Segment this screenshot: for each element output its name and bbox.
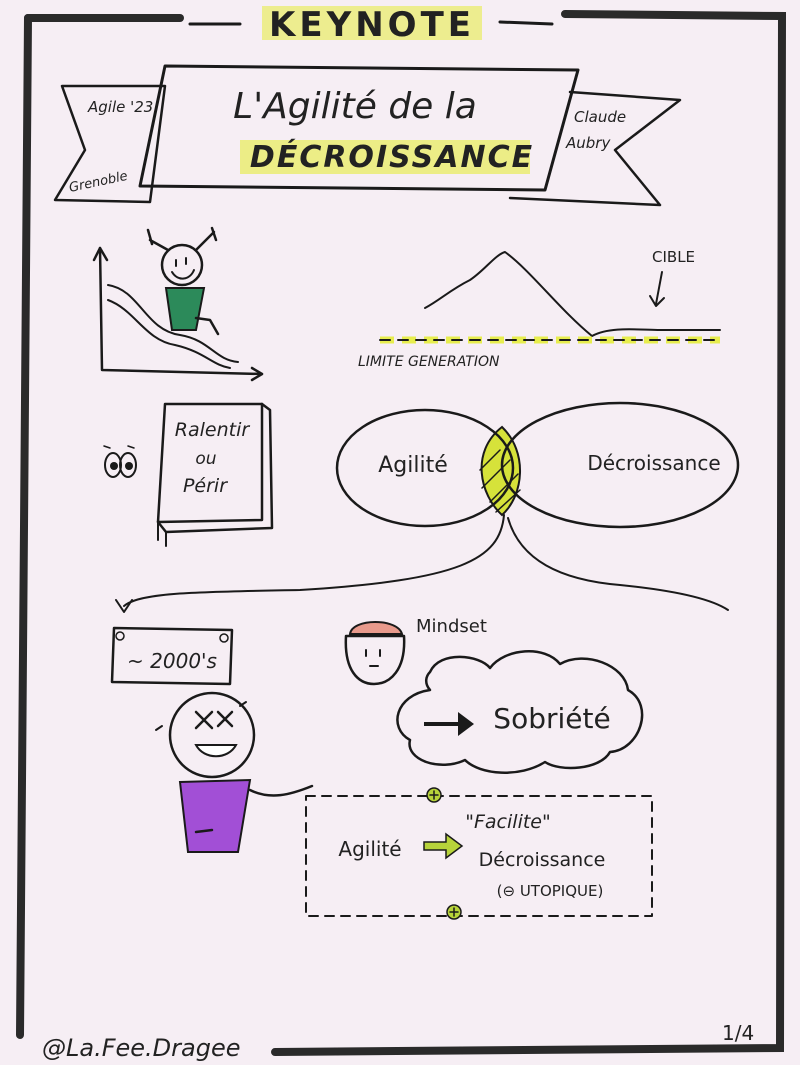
green-shirt	[164, 287, 206, 331]
box-note: (⊖ UTOPIQUE)	[497, 882, 604, 900]
book-line1: Ralentir	[175, 419, 251, 441]
venn-left-label: Agilité	[378, 453, 448, 478]
down-arrow-icon	[649, 271, 665, 307]
keynote-header: KEYNOTE	[262, 5, 482, 45]
era-sign-label: ~ 2000's	[127, 649, 217, 673]
page-frame	[16, 10, 787, 1056]
mindset-head-icon: Mindset	[344, 616, 487, 686]
venn-right-label: Décroissance	[587, 451, 720, 475]
declining-graph	[92, 226, 264, 382]
eyes-icon	[103, 445, 137, 478]
cloud-label: Sobriété	[493, 702, 610, 735]
keynote-title: KEYNOTE	[269, 5, 475, 45]
footer: @La.Fee.Dragee 1/4	[42, 1021, 754, 1062]
arrow-icon	[424, 712, 474, 736]
laughing-face-icon	[168, 691, 256, 779]
limit-label: LIMITE GENERATION	[358, 354, 500, 370]
green-arrow-icon	[423, 832, 464, 860]
book-line3: Périr	[183, 475, 228, 497]
title-banner: L'Agilité de la DÉCROISSANCE Agile '23 G…	[53, 64, 682, 207]
banner-speaker-last: Aubry	[565, 134, 611, 152]
banner-line1: L'Agilité de la	[233, 86, 477, 127]
venn-diagram: Agilité Décroissance	[115, 401, 740, 613]
smiling-face-icon	[160, 243, 204, 287]
mindset-label: Mindset	[416, 616, 487, 637]
target-curve: CIBLE LIMITE GENERATION	[358, 248, 721, 370]
facilitation-box: Agilité "Facilite" Décroissance (⊖ UTOPI…	[305, 787, 653, 920]
book-line2: ou	[195, 449, 216, 469]
box-quote: "Facilite"	[465, 811, 550, 833]
banner-event: Agile '23	[87, 98, 153, 116]
box-left-label: Agilité	[338, 837, 401, 861]
sobriety-cloud: Sobriété	[396, 650, 644, 774]
era-sign: ~ 2000's	[110, 626, 234, 686]
book: Ralentir ou Périr	[156, 402, 274, 547]
decroissance-highlight	[240, 140, 530, 174]
box-target: Décroissance	[479, 849, 606, 871]
keynote-highlight	[262, 6, 482, 40]
purple-shirt	[178, 778, 252, 853]
page-number: 1/4	[722, 1021, 754, 1045]
author-handle: @La.Fee.Dragee	[42, 1034, 241, 1062]
banner-city: Grenoble	[68, 169, 129, 196]
presenter-figure	[155, 691, 314, 853]
banner-speaker-first: Claude	[574, 108, 626, 126]
target-label: CIBLE	[652, 248, 695, 266]
banner-line2: DÉCROISSANCE	[250, 139, 534, 175]
